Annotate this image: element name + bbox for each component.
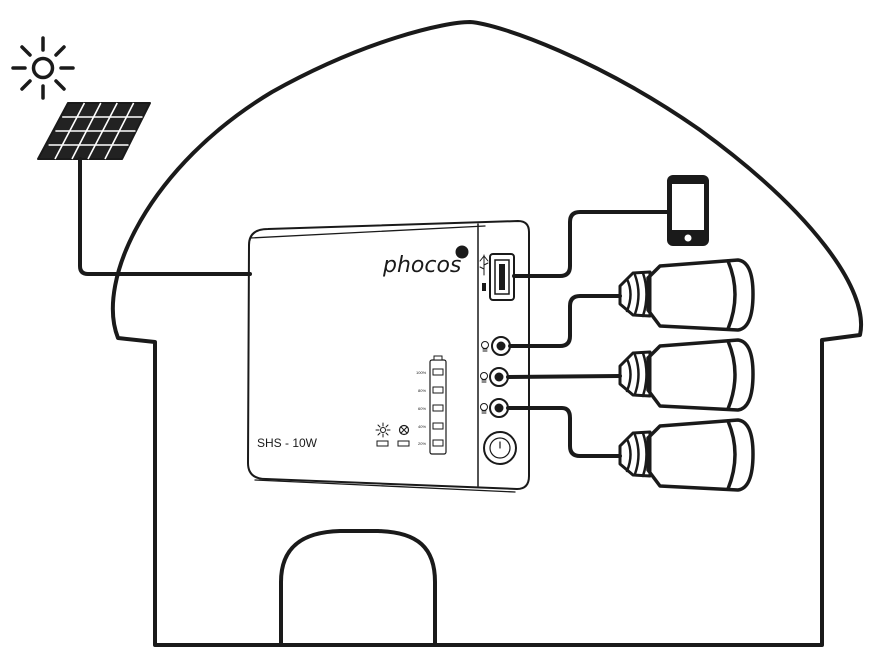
- load-indicator-icon: [398, 424, 410, 436]
- load-indicator-led: [397, 440, 410, 447]
- sun-icon: [11, 36, 75, 100]
- battery-bar-60: [432, 404, 444, 412]
- lamp-socket-icon-2: [480, 372, 488, 383]
- light-bulb-icon-1: [618, 258, 755, 332]
- usb-port-icon: [479, 254, 489, 291]
- solar-cable: [78, 157, 252, 276]
- light-bulb-icon-2: [618, 338, 755, 412]
- battery-bar-80: [432, 386, 444, 394]
- status-led: [455, 245, 469, 259]
- lamp-socket-1[interactable]: [491, 336, 511, 356]
- battery-label-100: 100%: [416, 370, 427, 375]
- lamp-socket-icon-1: [481, 341, 489, 352]
- smartphone-icon: [667, 175, 709, 246]
- sun-indicator-icon: [375, 422, 391, 438]
- battery-level-indicator: 100% 80% 60% 40% 20%: [416, 355, 447, 455]
- lamp-cable-1: [508, 294, 622, 348]
- model-label: SHS - 10W: [257, 436, 318, 450]
- battery-label-40: 40%: [418, 424, 426, 429]
- battery-bar-100: [432, 368, 444, 376]
- solar-panel-icon: [37, 102, 151, 160]
- usb-port[interactable]: [489, 253, 515, 301]
- light-bulb-icon-3: [618, 418, 755, 492]
- lamp-socket-2[interactable]: [489, 367, 509, 387]
- battery-bar-20: [432, 439, 444, 447]
- usb-cable: [512, 210, 670, 278]
- battery-label-80: 80%: [418, 388, 426, 393]
- lamp-cable-3: [506, 406, 622, 458]
- house-door: [279, 529, 437, 647]
- power-button-icon[interactable]: [483, 431, 517, 465]
- lamp-socket-3[interactable]: [489, 398, 509, 418]
- charge-controller-unit: phocos SHS - 10W 100% 80% 60% 40% 20%: [247, 220, 530, 493]
- battery-label-20: 20%: [418, 441, 426, 446]
- battery-bar-40: [432, 422, 444, 430]
- lamp-socket-icon-3: [480, 403, 488, 414]
- lamp-cable-2: [506, 374, 622, 379]
- brand-logo: phocos: [382, 253, 461, 278]
- battery-label-60: 60%: [418, 406, 426, 411]
- house-outline: [110, 20, 864, 647]
- sun-indicator-led: [376, 440, 389, 447]
